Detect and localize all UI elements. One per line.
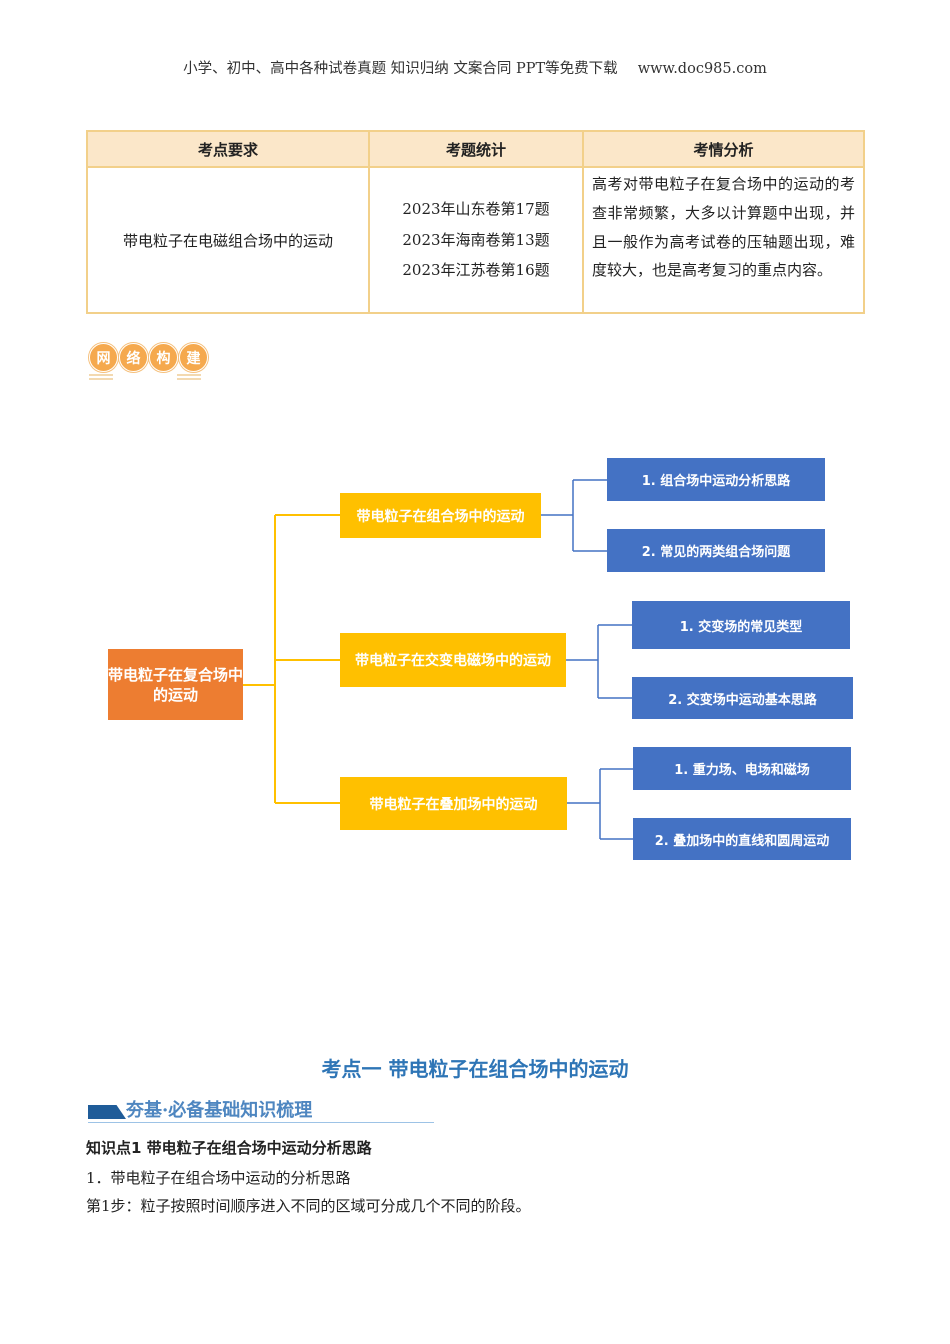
page-header: 小学、初中、高中各种试卷真题 知识归纳 文案合同 PPT等免费下载 www.doc… — [0, 57, 950, 78]
paragraph: 1．带电粒子在组合场中运动的分析思路 — [86, 1169, 351, 1187]
paragraph: 第1步：粒子按照时间顺序进入不同的区域可分成几个不同的阶段。 — [86, 1197, 531, 1215]
analysis-cell: 高考对带电粒子在复合场中的运动的考查非常频繁，大多以计算题中出现，并且一般作为高… — [582, 166, 865, 314]
knowledge-point-heading: 知识点1 带电粒子在组合场中运动分析思路 — [86, 1139, 372, 1157]
header-url[interactable]: www.doc985.com — [637, 61, 767, 77]
badge-char: 建 — [179, 343, 208, 372]
banner-block — [88, 1105, 126, 1119]
mindmap-leaf: 2. 叠加场中的直线和圆周运动 — [633, 818, 851, 860]
header-text: 小学、初中、高中各种试卷真题 知识归纳 文案合同 PPT等免费下载 — [183, 61, 618, 77]
badge-underline — [89, 374, 113, 376]
stats-cell: 2023年山东卷第17题 2023年海南卷第13题 2023年江苏卷第16题 — [368, 166, 584, 314]
stat-item: 2023年山东卷第17题 — [402, 200, 550, 219]
mindmap-leaf: 1. 交变场的常见类型 — [632, 601, 850, 649]
mindmap-root: 带电粒子在复合场中的运动 — [108, 649, 243, 720]
banner-text: 夯基·必备基础知识梳理 — [126, 1100, 313, 1121]
mindmap-leaf: 1. 重力场、电场和磁场 — [633, 747, 851, 790]
badge-underline — [177, 378, 201, 380]
badge-char: 络 — [119, 343, 148, 372]
mindmap-branch: 带电粒子在组合场中的运动 — [340, 493, 541, 538]
col-header: 考点要求 — [86, 130, 370, 168]
col-header: 考题统计 — [368, 130, 584, 168]
mindmap-leaf: 2. 常见的两类组合场问题 — [607, 529, 825, 572]
col-header: 考情分析 — [582, 130, 865, 168]
exam-analysis-table: 考点要求考题统计考情分析 带电粒子在电磁组合场中的运动 2023年山东卷第17题… — [86, 130, 865, 314]
network-badge: 网络构建 — [89, 343, 208, 372]
mindmap-leaf: 1. 组合场中运动分析思路 — [607, 458, 825, 501]
mindmap-branch: 带电粒子在叠加场中的运动 — [340, 777, 567, 830]
badge-char: 构 — [149, 343, 178, 372]
mindmap-leaf: 2. 交变场中运动基本思路 — [632, 677, 853, 719]
requirement-cell: 带电粒子在电磁组合场中的运动 — [86, 166, 370, 314]
stat-item: 2023年江苏卷第16题 — [402, 261, 550, 280]
badge-underline — [177, 374, 201, 376]
section-banner: 夯基·必备基础知识梳理 — [88, 1096, 434, 1123]
mindmap-branch: 带电粒子在交变电磁场中的运动 — [340, 633, 566, 687]
stat-item: 2023年海南卷第13题 — [402, 230, 550, 249]
badge-underline — [89, 378, 113, 380]
badge-char: 网 — [89, 343, 118, 372]
section-title: 考点一 带电粒子在组合场中的运动 — [321, 1057, 629, 1081]
